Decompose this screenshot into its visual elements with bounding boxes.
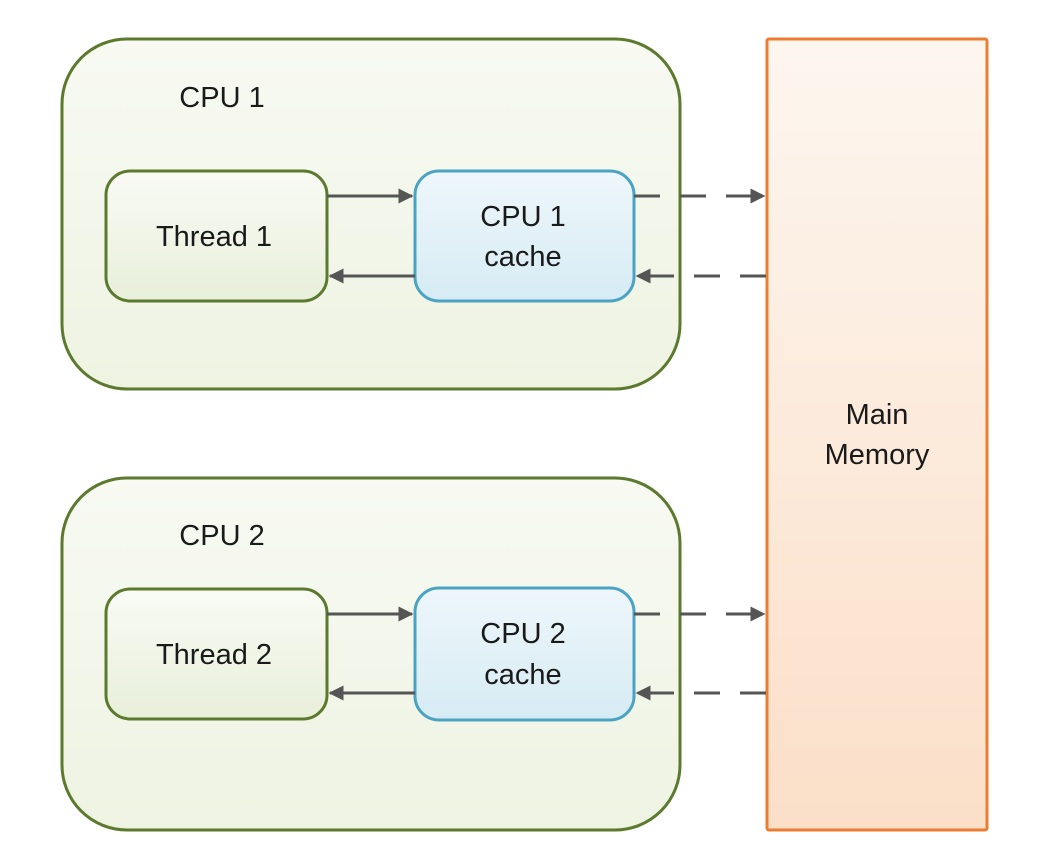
thread-2-box — [104, 587, 329, 721]
thread-1-label: Thread 1 — [156, 221, 272, 253]
thread-1-box — [104, 169, 329, 303]
cpu-1-title: CPU 1 — [179, 82, 264, 114]
cpu-1-cache-label-line1: CPU 1 — [480, 201, 565, 233]
main-memory-label-line2: Memory — [825, 439, 930, 471]
cpu-2-box — [60, 476, 682, 832]
main-memory-box — [765, 37, 989, 832]
cpu-2-block: CPU 2 Thread 2 CPU 2 cache — [60, 476, 766, 832]
thread-2-label: Thread 2 — [156, 639, 272, 671]
cpu-2-title: CPU 2 — [179, 520, 264, 552]
cpu-2-cache-box — [413, 586, 636, 722]
cpu-1-cache-box — [413, 169, 636, 303]
main-memory-label-line1: Main — [846, 399, 909, 431]
cpu-1-block: CPU 1 Thread 1 CPU 1 cache — [60, 37, 766, 391]
main-memory-block: Main Memory — [765, 37, 989, 832]
cpu-2-cache-label-line2: cache — [484, 659, 561, 691]
cpu-1-cache-label-line2: cache — [484, 241, 561, 273]
cpu-2-cache-label-line1: CPU 2 — [480, 618, 565, 650]
